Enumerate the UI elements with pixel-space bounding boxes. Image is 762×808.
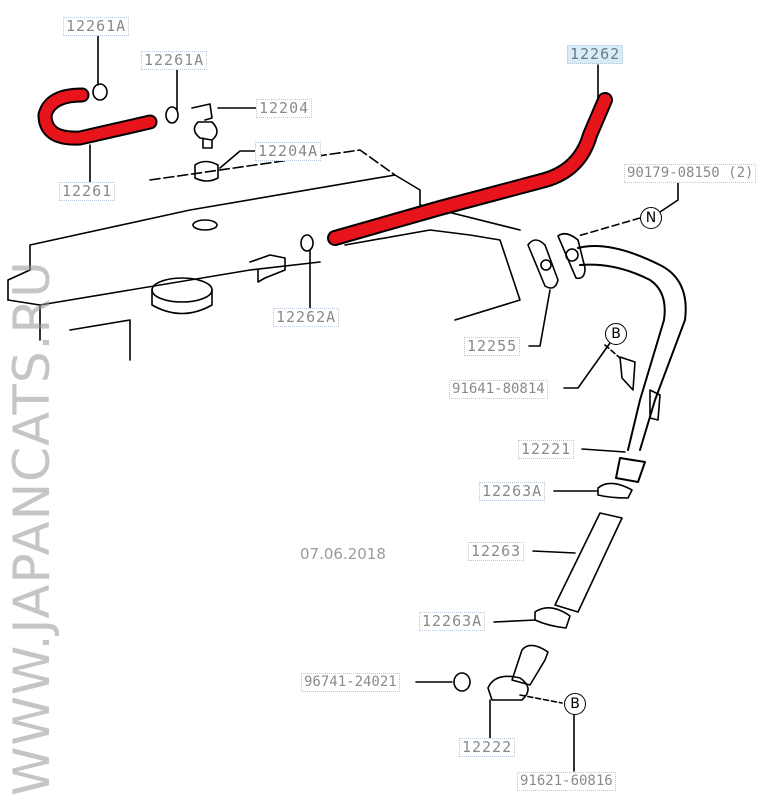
- part-label-12262[interactable]: 12262: [567, 45, 624, 64]
- part-label-12222[interactable]: 12222: [459, 738, 516, 757]
- ref-marker-n: N: [640, 207, 662, 229]
- hose-12263[interactable]: [453, 482, 633, 701]
- part-label-12204a[interactable]: 12204A: [255, 142, 322, 161]
- part-label-12261[interactable]: 12261: [59, 182, 116, 201]
- hose-12262[interactable]: [327, 92, 613, 246]
- gaskets[interactable]: [527, 232, 661, 421]
- engine-head-outline: [7, 149, 521, 361]
- part-label-12221[interactable]: 12221: [518, 440, 575, 459]
- part-label-12261a[interactable]: 12261A: [141, 51, 208, 70]
- leader-lines: [89, 35, 679, 772]
- clamp-icons: [92, 83, 314, 252]
- watermark-site: WWW.JAPANCATS.RU: [3, 260, 61, 796]
- part-label-91621-60816[interactable]: 91621-60816: [517, 772, 616, 791]
- ref-marker-b: B: [564, 693, 586, 715]
- part-label-12263a[interactable]: 12263A: [479, 482, 546, 501]
- pipe-12221[interactable]: [577, 245, 687, 483]
- part-label-12261a[interactable]: 12261A: [63, 17, 130, 36]
- part-label-91641-80814[interactable]: 91641-80814: [449, 380, 548, 399]
- watermark-date: 07.06.2018: [300, 545, 386, 563]
- hose-12261[interactable]: [37, 87, 158, 146]
- part-label-90179-08150[interactable]: 90179-08150 (2): [624, 164, 757, 183]
- part-label-12255[interactable]: 12255: [464, 337, 521, 356]
- part-label-12262a[interactable]: 12262A: [273, 308, 340, 327]
- part-label-12263a[interactable]: 12263A: [419, 612, 486, 631]
- part-label-12263[interactable]: 12263: [468, 542, 525, 561]
- ref-marker-b: B: [605, 323, 627, 345]
- part-label-12204[interactable]: 12204: [256, 99, 313, 118]
- part-label-96741-24021[interactable]: 96741-24021: [301, 673, 400, 692]
